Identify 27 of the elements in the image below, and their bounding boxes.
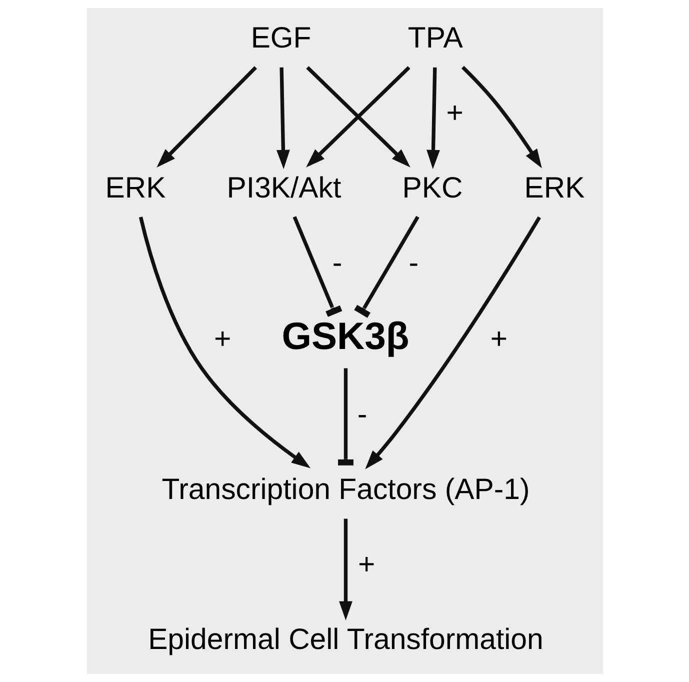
node-text: PI3K/Akt (226, 172, 341, 205)
edge-label: + (213, 322, 231, 356)
node-text: GSK3β (281, 314, 409, 358)
node-text: PKC (402, 172, 462, 205)
arrow (276, 67, 290, 170)
arrow (460, 66, 542, 168)
node-text: ERK (524, 172, 584, 205)
arrow (338, 518, 352, 620)
arrow (364, 216, 541, 470)
node-text: Epidermal Cell Transformation (148, 622, 543, 656)
arrow (306, 66, 410, 168)
connector (292, 216, 342, 317)
arrow (138, 216, 310, 468)
node-text: ERK (104, 172, 166, 205)
edge-label: + (358, 548, 375, 582)
edge-label: + (446, 96, 463, 130)
edge-label: - (356, 398, 367, 432)
node-text: EGF (250, 22, 311, 55)
arrow (156, 66, 257, 168)
edge-label: - (408, 246, 418, 280)
connector (354, 216, 419, 318)
node-text: TPA (407, 22, 462, 55)
edge-label: - (332, 246, 342, 280)
connector (338, 368, 353, 466)
node-text: Transcription Factors (AP-1) (161, 473, 530, 506)
arrow (426, 67, 440, 170)
edge-label: + (490, 322, 508, 356)
